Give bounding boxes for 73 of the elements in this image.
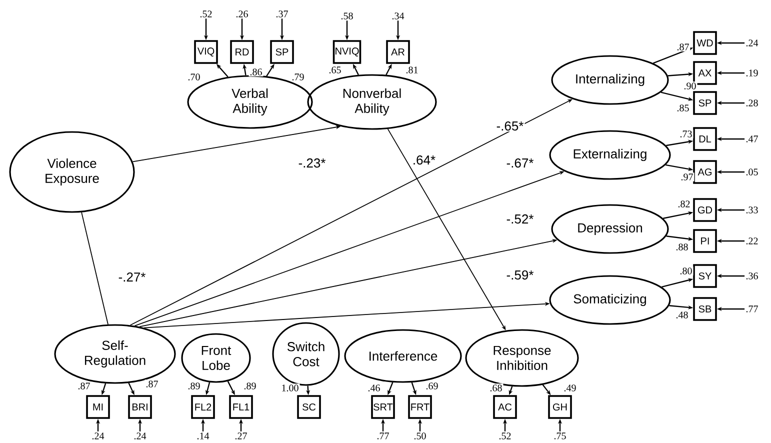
edge-label: -.67* bbox=[505, 157, 535, 169]
indicator-box: AR bbox=[386, 40, 410, 64]
edge-label: .90 bbox=[682, 82, 698, 90]
error-value: .37 bbox=[276, 10, 288, 18]
edge-label: -.23* bbox=[297, 157, 327, 169]
edge-label: -.65* bbox=[495, 120, 525, 132]
indicator-box: SP bbox=[270, 40, 294, 64]
indicator-box: VIQ bbox=[194, 40, 218, 64]
indicator-box: AC bbox=[493, 395, 517, 419]
error-value: .05 bbox=[746, 168, 758, 176]
error-value: .27 bbox=[235, 432, 247, 440]
edge-label: .87 bbox=[144, 380, 160, 388]
indicator-box: GH bbox=[548, 395, 572, 419]
indicator-box: NVIQ bbox=[332, 40, 362, 64]
edge-label: .87 bbox=[76, 382, 92, 390]
edge-label: .86 bbox=[248, 68, 264, 76]
error-value: .77 bbox=[377, 432, 389, 440]
error-value: .52 bbox=[499, 432, 511, 440]
indicator-box: GD bbox=[693, 198, 717, 222]
edge-label: .82 bbox=[676, 200, 692, 208]
error-value: .50 bbox=[414, 432, 426, 440]
error-value: .52 bbox=[200, 10, 212, 18]
edge-label: .97 bbox=[680, 172, 694, 182]
edge-label: .65 bbox=[328, 66, 342, 74]
edge-label: -.59* bbox=[505, 269, 535, 281]
error-value: .14 bbox=[197, 432, 210, 440]
indicator-box: SC bbox=[297, 395, 321, 419]
edge-label: .85 bbox=[676, 104, 690, 112]
error-value: .26 bbox=[236, 10, 248, 18]
edge-label: .79 bbox=[290, 72, 306, 82]
error-value: .77 bbox=[746, 306, 758, 312]
edge-label: .87 bbox=[676, 42, 690, 52]
indicator-box: WD bbox=[693, 31, 717, 55]
edge-label: .81 bbox=[404, 66, 420, 74]
edge-label: .46 bbox=[366, 384, 382, 392]
indicator-box: AG bbox=[693, 160, 717, 184]
edge-label: .80 bbox=[678, 266, 694, 276]
edge-label: .68 bbox=[488, 384, 504, 392]
indicator-box: SRT bbox=[371, 395, 395, 419]
edge-label: .89 bbox=[242, 382, 258, 390]
indicator-box: RD bbox=[230, 40, 254, 64]
error-value: .24 bbox=[134, 432, 146, 440]
indicator-box: FL2 bbox=[191, 395, 215, 419]
edge-label: .48 bbox=[674, 310, 690, 320]
indicator-box: FRT bbox=[408, 395, 432, 419]
indicator-box: MI bbox=[86, 395, 110, 419]
indicator-box: SP bbox=[693, 91, 717, 115]
indicator-box: BRI bbox=[128, 395, 152, 419]
indicator-box: PI bbox=[693, 229, 717, 253]
indicator-box: SB bbox=[693, 297, 717, 321]
error-value: .24 bbox=[746, 40, 758, 46]
indicator-box: DL bbox=[693, 127, 717, 151]
error-value: .36 bbox=[746, 272, 758, 280]
error-value: .24 bbox=[92, 432, 104, 440]
edge-label: .70 bbox=[186, 72, 202, 82]
indicator-box: SY bbox=[693, 264, 717, 288]
error-value: .28 bbox=[746, 100, 758, 106]
error-value: .33 bbox=[746, 206, 758, 214]
indicator-box: FL1 bbox=[229, 395, 253, 419]
edge-label: 1.00 bbox=[280, 384, 300, 392]
edge-label: .88 bbox=[674, 242, 690, 252]
error-value: .47 bbox=[746, 136, 758, 142]
error-value: .19 bbox=[746, 70, 758, 76]
edge-label: .64* bbox=[411, 154, 437, 166]
edge-label: .89 bbox=[186, 382, 202, 390]
error-value: .58 bbox=[341, 12, 353, 20]
error-value: .22 bbox=[746, 238, 758, 244]
edge-label: -.27* bbox=[117, 271, 147, 283]
error-value: .75 bbox=[554, 432, 566, 440]
edge-label: .69 bbox=[424, 382, 440, 390]
edge-label: -.52* bbox=[505, 213, 535, 225]
edge-label: .73 bbox=[678, 130, 694, 138]
error-value: .34 bbox=[392, 12, 404, 20]
